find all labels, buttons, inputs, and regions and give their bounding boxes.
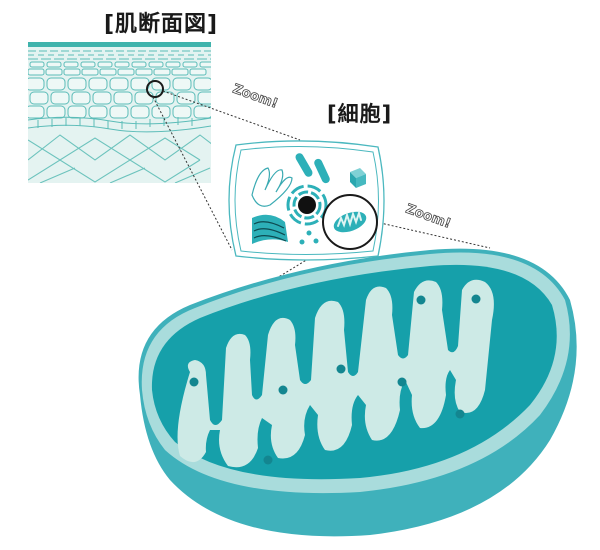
cell-panel <box>228 140 385 261</box>
mitochondrion-illustration <box>138 248 577 537</box>
skin-zoom-circle <box>146 80 164 98</box>
granules <box>189 294 481 465</box>
vesicle-icon <box>313 238 319 244</box>
cristae-icon <box>177 279 494 468</box>
golgi-icon <box>251 167 293 207</box>
skin-section-title: [肌断面図] <box>104 12 219 37</box>
rod-organelle-icon <box>295 153 313 177</box>
vesicle-icon <box>306 230 312 236</box>
endoplasmic-reticulum-icon <box>252 214 288 244</box>
cube-organelle-icon <box>350 168 366 188</box>
nucleus-icon <box>286 184 328 226</box>
cell-zoom-circle <box>322 194 378 250</box>
cell-title: [細胞] <box>327 102 393 126</box>
skin-section-panel <box>28 42 211 183</box>
zoom-callout-2: Zoom! <box>404 202 453 232</box>
small-mitochondrion-icon <box>333 209 367 233</box>
vesicle-icon <box>299 239 305 245</box>
zoom-callout-1: Zoom! <box>231 82 280 112</box>
rod-organelle-icon <box>314 158 330 184</box>
